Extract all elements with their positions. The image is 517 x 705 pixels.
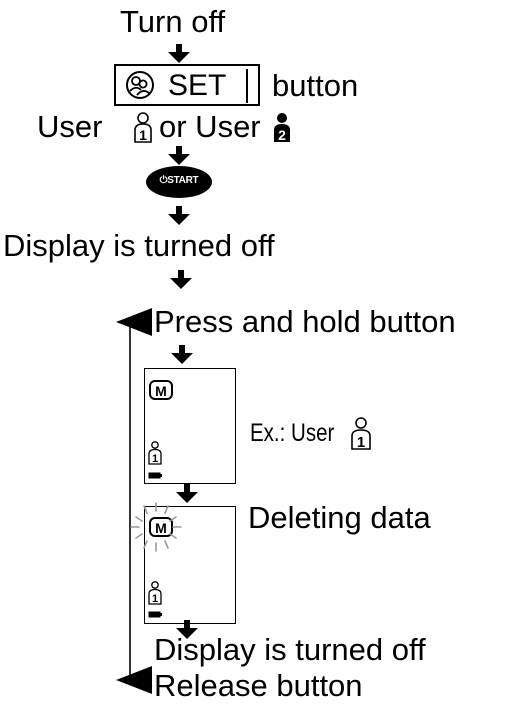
down-arrow-icon [168,44,190,63]
user-prefix-text: User [37,109,103,144]
lcd-display-example: M 1 [144,368,236,484]
user1-digit: 1 [139,127,147,143]
battery-icon [148,472,162,479]
svg-text:1: 1 [152,593,158,605]
button-word: button [272,68,359,103]
memory-icon: M [149,380,173,400]
deleting-data-text: Deleting data [248,500,431,535]
user-select-icon [126,71,154,99]
start-button[interactable]: ⏻START [146,166,212,198]
display-off-text-2: Display is turned off [154,632,426,667]
blink-rays-icon [130,502,182,552]
example-user1-icon: 1 [351,417,371,451]
down-arrow-icon [170,270,192,289]
example-label: Ex.: User [250,419,335,447]
battery-icon [148,611,162,618]
memory-icon-blinking: M [149,517,173,537]
down-arrow-icon [171,345,193,364]
svg-text:1: 1 [357,434,365,451]
or-user-text: or User [159,109,261,144]
down-arrow-icon [176,484,198,503]
lcd-user1-icon: 1 [148,581,162,605]
svg-text:M: M [155,520,167,536]
lcd-user1-icon: 1 [148,441,162,465]
press-hold-text: Press and hold button [154,304,456,339]
user2-filled-icon: 2 [274,113,290,143]
set-button-box: SET [114,64,260,106]
down-arrow-icon [168,146,190,165]
step-turn-off-text: Turn off [120,4,226,39]
down-arrow-icon [168,206,190,225]
set-label: SET [168,69,248,103]
display-off-text-1: Display is turned off [3,228,275,263]
down-arrow-icon [176,620,198,639]
release-button-text: Release button [154,668,363,703]
user1-outline-icon: 1 [134,112,152,143]
memory-icon-letter: M [155,383,167,399]
user2-digit: 2 [278,127,286,143]
hold-bracket-line [116,308,152,694]
svg-text:1: 1 [152,453,158,465]
